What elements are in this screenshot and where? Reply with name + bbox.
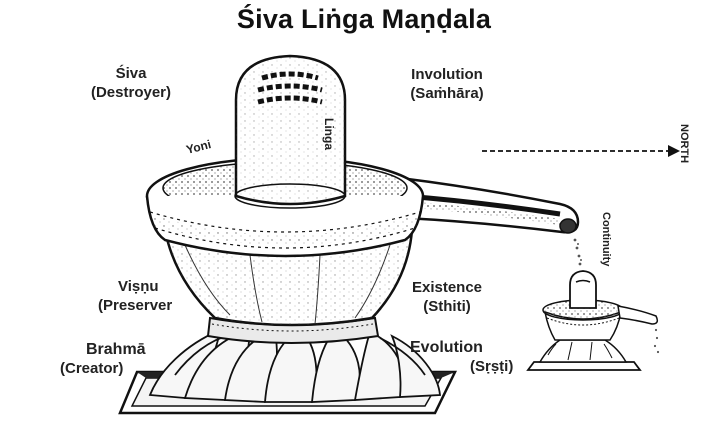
diagram-title: Śiva Liṅga Maṇḍala xyxy=(236,4,492,34)
linga-label: Linga xyxy=(322,118,336,150)
involution-label: Involution (Saṁhāra) xyxy=(410,66,484,102)
existence-label: Existence (Sthiti) xyxy=(411,279,483,315)
visnu-label: Viṣṇu (Preserver xyxy=(98,278,173,314)
continuity-label: Continuity xyxy=(600,212,612,267)
yoni-spout xyxy=(398,176,580,234)
pedestal-body xyxy=(163,228,414,327)
linga-stone xyxy=(234,54,347,209)
siva-label: Śiva (Destroyer) xyxy=(90,65,172,101)
north-label: NORTH xyxy=(678,124,690,164)
brahma-label: Brahmā (Creator) xyxy=(60,341,146,377)
north-arrow xyxy=(482,145,680,157)
small-linga xyxy=(526,270,660,371)
evolution-label: Evolution (Sṛṣṭi) xyxy=(410,339,514,375)
